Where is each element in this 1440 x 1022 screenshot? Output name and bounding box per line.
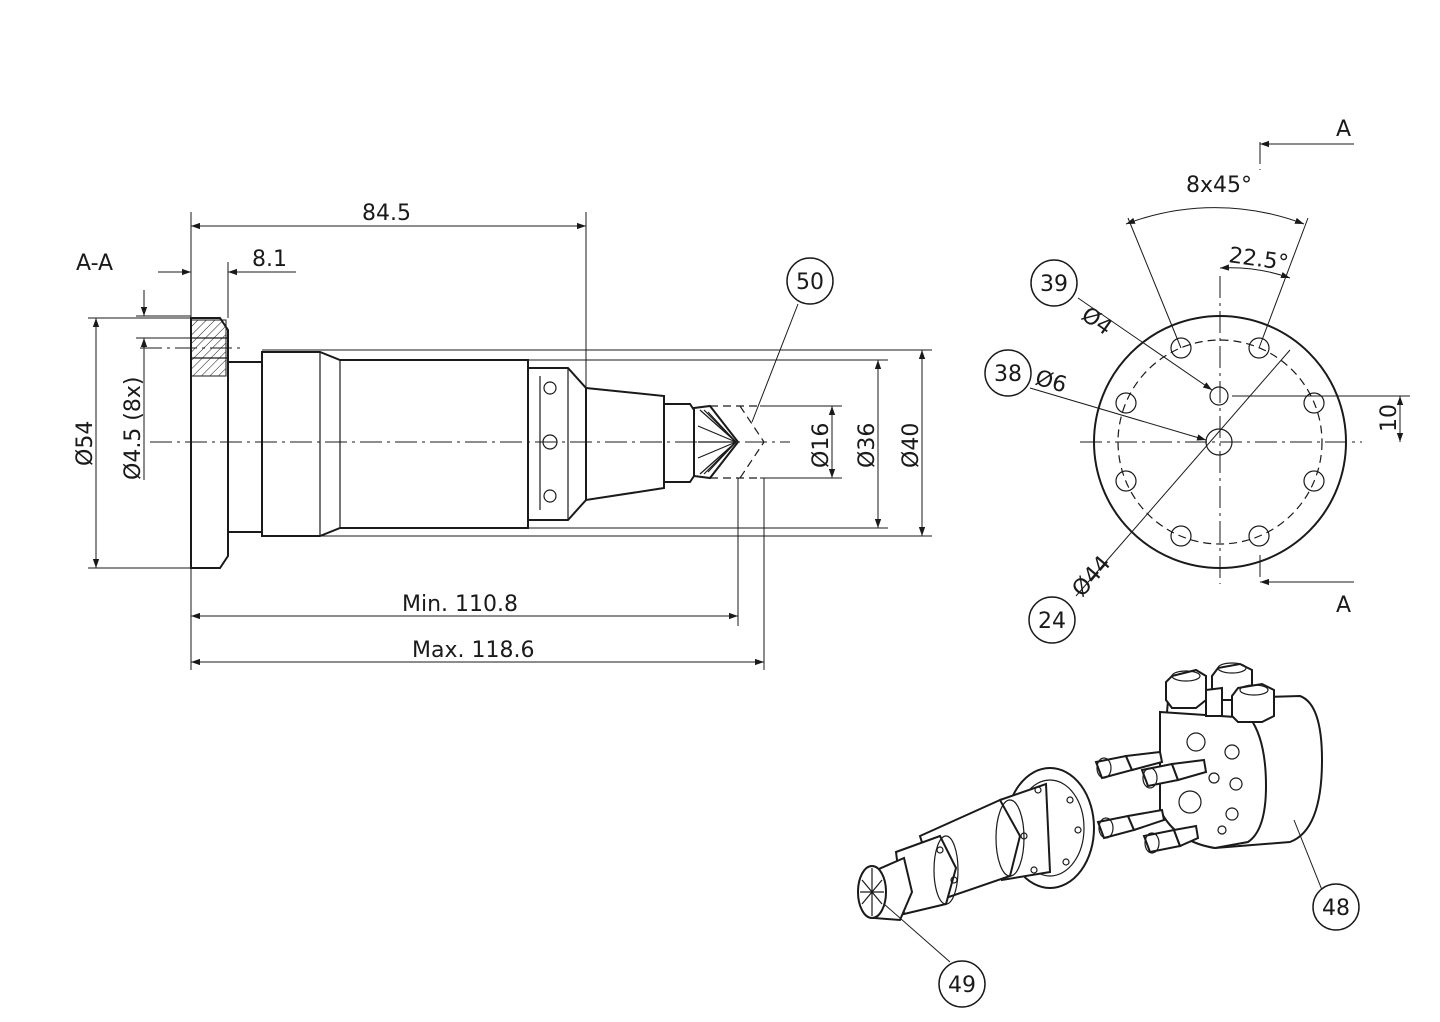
angle-22-5: 22.5° xyxy=(1227,243,1290,276)
section-view: A-A xyxy=(73,201,932,670)
isometric-view: 48 49 xyxy=(857,662,1360,1008)
dim-o40: Ø40 xyxy=(899,423,924,468)
section-label: A-A xyxy=(76,251,113,276)
angle-8x45: 8x45° xyxy=(1186,173,1252,198)
dim-o16: Ø16 xyxy=(809,423,834,468)
dim-offset-10: 10 xyxy=(1377,404,1402,432)
flange-view: 10 8x45° 22.5° Ø4 Ø6 Ø44 A A 39 38 24 xyxy=(984,117,1410,644)
dim-o4: Ø4 xyxy=(1077,302,1117,340)
shaft-step xyxy=(663,403,695,483)
callout-50: 50 xyxy=(796,270,824,295)
callout-49: 49 xyxy=(948,973,976,998)
dim-o4-5-8x: Ø4.5 (8x) xyxy=(121,377,146,480)
section-mark-top: A xyxy=(1336,117,1351,142)
valve-block xyxy=(1158,662,1324,850)
flange-neck xyxy=(227,361,263,533)
taper-shaft xyxy=(585,386,665,502)
callout-38: 38 xyxy=(994,362,1022,387)
callout-24: 24 xyxy=(1038,609,1066,634)
dim-o36: Ø36 xyxy=(855,423,880,468)
center-hole xyxy=(1205,428,1233,456)
section-mark-bottom: A xyxy=(1336,593,1351,618)
callout-bubble-49 xyxy=(938,960,986,1008)
callout-bubble-50 xyxy=(786,257,834,305)
callout-48: 48 xyxy=(1322,896,1350,921)
dim-o6: Ø6 xyxy=(1032,366,1069,399)
pilot-hole xyxy=(1209,386,1229,406)
dim-8-1: 8.1 xyxy=(252,247,287,272)
callout-bubble-24 xyxy=(1028,596,1076,644)
callout-bubble-48 xyxy=(1312,883,1360,931)
angle-arc-22-5 xyxy=(1219,264,1291,279)
callout-bubble-39 xyxy=(1030,259,1078,307)
bolt-holes xyxy=(1115,337,1325,547)
ring-hole-top xyxy=(543,381,557,395)
dim-min-length: Min. 110.8 xyxy=(402,592,518,617)
dim-o44: Ø44 xyxy=(1068,551,1117,602)
dim-max-length: Max. 118.6 xyxy=(412,638,534,663)
mounting-screws xyxy=(1094,750,1208,854)
callout-39: 39 xyxy=(1040,272,1068,297)
motor-body xyxy=(261,351,529,537)
angle-arc-8x45 xyxy=(1125,207,1305,225)
dim-o54: Ø54 xyxy=(73,421,98,466)
callout-bubble-38 xyxy=(984,349,1032,397)
ring-hole-bottom xyxy=(543,489,557,503)
dim-84-5: 84.5 xyxy=(362,201,411,226)
motor-iso xyxy=(857,767,1095,922)
